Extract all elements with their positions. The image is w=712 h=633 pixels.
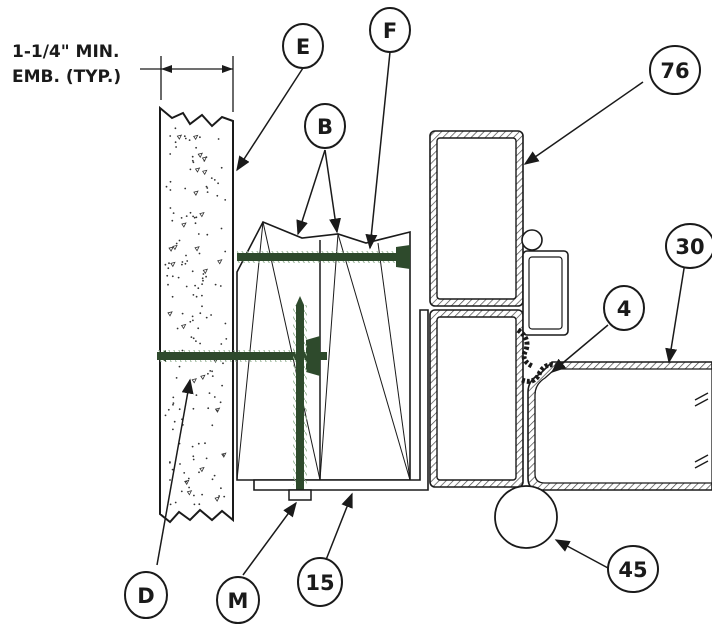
callout-76: 76 [649, 45, 701, 95]
callout-b: B [304, 103, 346, 149]
callout-e-label: E [296, 35, 310, 59]
callout-f: F [369, 7, 411, 53]
vertical-screw [288, 296, 312, 501]
callout-76-label: 76 [660, 59, 689, 83]
upper-frame-tube [429, 130, 524, 307]
horizontal-tube [527, 361, 712, 491]
backer-rod [494, 485, 558, 549]
upper-screw [237, 245, 410, 269]
concrete-stipple [164, 127, 228, 506]
callout-45-label: 45 [618, 558, 647, 582]
callout-45: 45 [607, 545, 659, 593]
embedment-dimension [140, 56, 234, 112]
callout-b-label: B [317, 115, 333, 139]
embedment-note-line2: EMB. (TYP.) [12, 67, 121, 87]
callout-d: D [124, 571, 168, 619]
callout-30-label: 30 [675, 235, 704, 259]
callout-4: 4 [603, 285, 645, 331]
callout-15-label: 15 [305, 571, 334, 595]
base-angle [253, 309, 429, 491]
embedment-note-line1: 1-1/4" MIN. [12, 42, 119, 62]
leader-lines [156, 51, 688, 576]
callout-e: E [282, 23, 324, 69]
concrete-wall [159, 105, 234, 524]
glazing-stop [516, 229, 569, 384]
lower-screw [157, 336, 327, 376]
callout-m-label: M [228, 589, 249, 613]
callout-f-label: F [383, 19, 397, 43]
lower-frame-tube [429, 309, 524, 488]
callout-30: 30 [665, 223, 712, 269]
callout-m: M [216, 576, 260, 624]
callout-4-label: 4 [617, 297, 632, 321]
callout-d-label: D [137, 584, 154, 608]
callout-15: 15 [297, 557, 343, 607]
